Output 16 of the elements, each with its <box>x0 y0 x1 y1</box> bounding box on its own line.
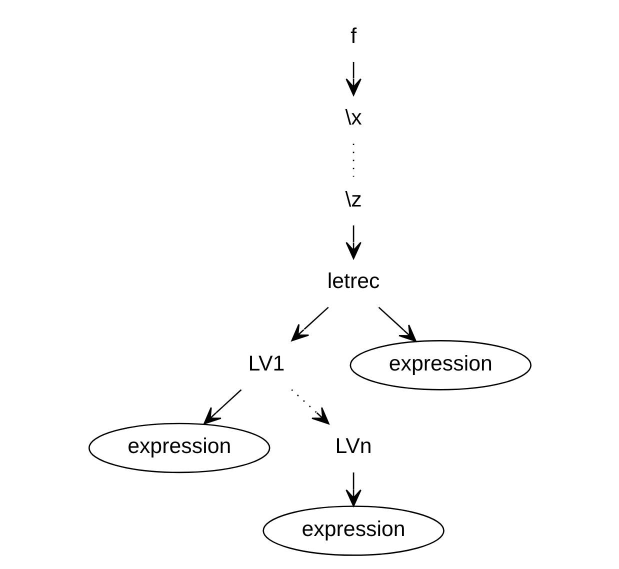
node-text: LVn <box>334 434 372 458</box>
arrow <box>345 62 361 96</box>
node-ellipse: expression <box>88 422 270 474</box>
arrow <box>378 306 416 342</box>
node-text: letrec <box>326 269 380 294</box>
arrow <box>290 389 329 424</box>
node-ellipse: expression <box>349 340 532 390</box>
arrow <box>345 225 361 260</box>
arrow <box>203 389 242 424</box>
node-ellipse: expression <box>262 506 444 556</box>
arrow <box>345 472 361 507</box>
arrow <box>290 306 328 342</box>
node-text: f <box>350 24 356 48</box>
node-text: \z <box>344 187 362 212</box>
node-text: LV1 <box>248 351 284 376</box>
node-text: \x <box>344 106 362 130</box>
